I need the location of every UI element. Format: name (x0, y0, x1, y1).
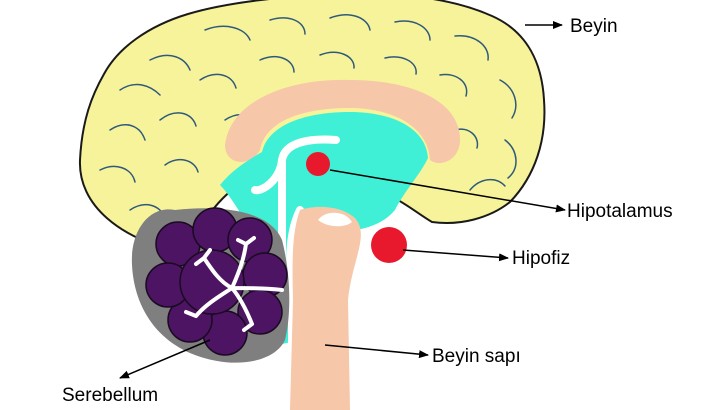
arrow-pituitary (402, 249, 509, 262)
pontine-notch (318, 212, 352, 227)
arrow-brainstem (324, 344, 429, 359)
hypothalamus (306, 152, 330, 176)
brainstem (290, 206, 361, 410)
label-hypothalamus: Hipotalamus (567, 201, 673, 222)
label-brain: Beyin (570, 16, 618, 37)
arrow-cerebellum (119, 339, 211, 379)
arrow-hypothalamus (329, 169, 566, 213)
label-brainstem: Beyin sapı (432, 346, 521, 367)
pituitary (371, 227, 407, 263)
arbor-vitae (184, 236, 284, 332)
label-pituitary: Hipofiz (512, 248, 570, 269)
label-cerebellum: Serebellum (62, 385, 158, 406)
corpus-callosum (225, 79, 460, 164)
